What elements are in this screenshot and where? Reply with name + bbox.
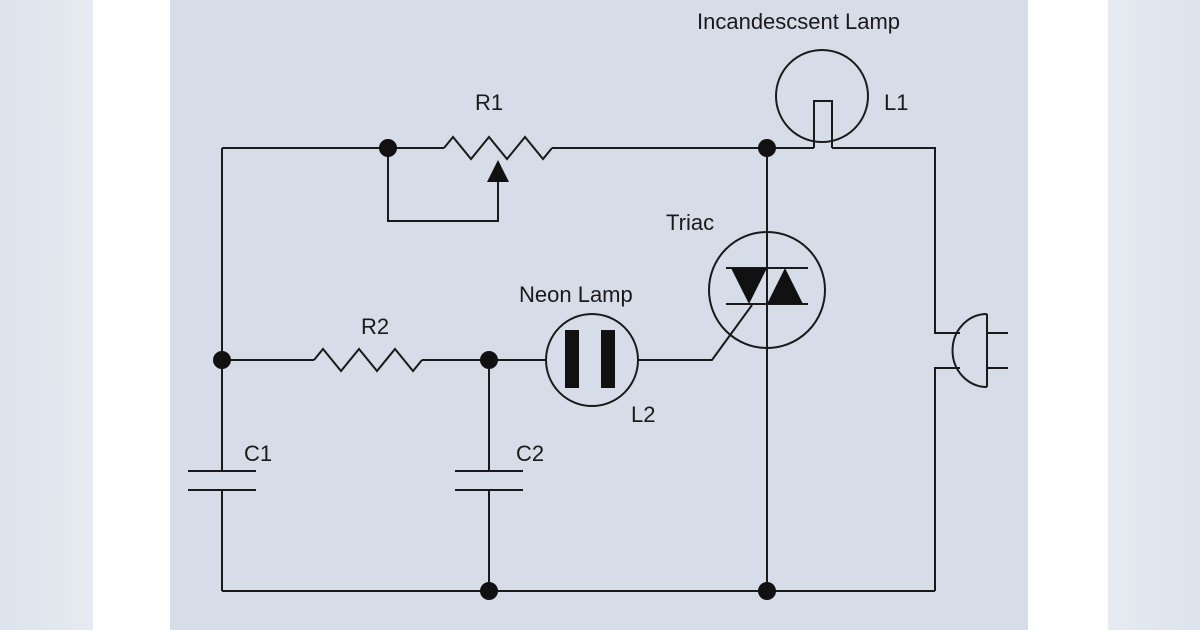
neon-electrode-right <box>601 330 615 388</box>
label-triac: Triac <box>666 210 714 235</box>
wire-r1-wiper <box>387 148 499 222</box>
capacitor-c1 <box>188 470 256 491</box>
label-l2: L2 <box>631 402 655 427</box>
labels: Incandescsent Lamp L1 R1 Triac Neon Lamp… <box>244 9 908 466</box>
capacitor-c2 <box>455 470 523 491</box>
wires <box>221 147 960 592</box>
wire-gate <box>638 304 753 361</box>
junction-c2-bottom <box>480 582 498 600</box>
left-margin <box>0 0 93 630</box>
right-margin <box>1108 0 1200 630</box>
resistor-r1 <box>443 135 553 221</box>
junction-left-mid <box>213 351 231 369</box>
triac <box>708 231 826 349</box>
plug <box>951 313 1008 388</box>
neon-electrode-left <box>565 330 579 388</box>
resistor-r2 <box>313 347 423 373</box>
neon-lamp-l2 <box>545 313 639 407</box>
junction-triac-top <box>758 139 776 157</box>
label-c2: C2 <box>516 441 544 466</box>
junction-c2-top <box>480 351 498 369</box>
junction-triac-bottom <box>758 582 776 600</box>
triac-triangle-up <box>767 268 803 304</box>
wiper-arrow-icon <box>487 160 509 182</box>
label-l1: L1 <box>884 90 908 115</box>
wire-top-right <box>832 147 960 334</box>
junction-r1-left <box>379 139 397 157</box>
incandescent-lamp-l1 <box>775 49 869 148</box>
wire-right-lower <box>934 367 960 591</box>
triac-triangle-down <box>731 268 767 304</box>
label-c1: C1 <box>244 441 272 466</box>
label-r1: R1 <box>475 90 503 115</box>
junctions <box>213 139 776 600</box>
label-neon-lamp: Neon Lamp <box>519 282 633 307</box>
label-incandescent-lamp: Incandescsent Lamp <box>697 9 900 34</box>
label-r2: R2 <box>361 314 389 339</box>
